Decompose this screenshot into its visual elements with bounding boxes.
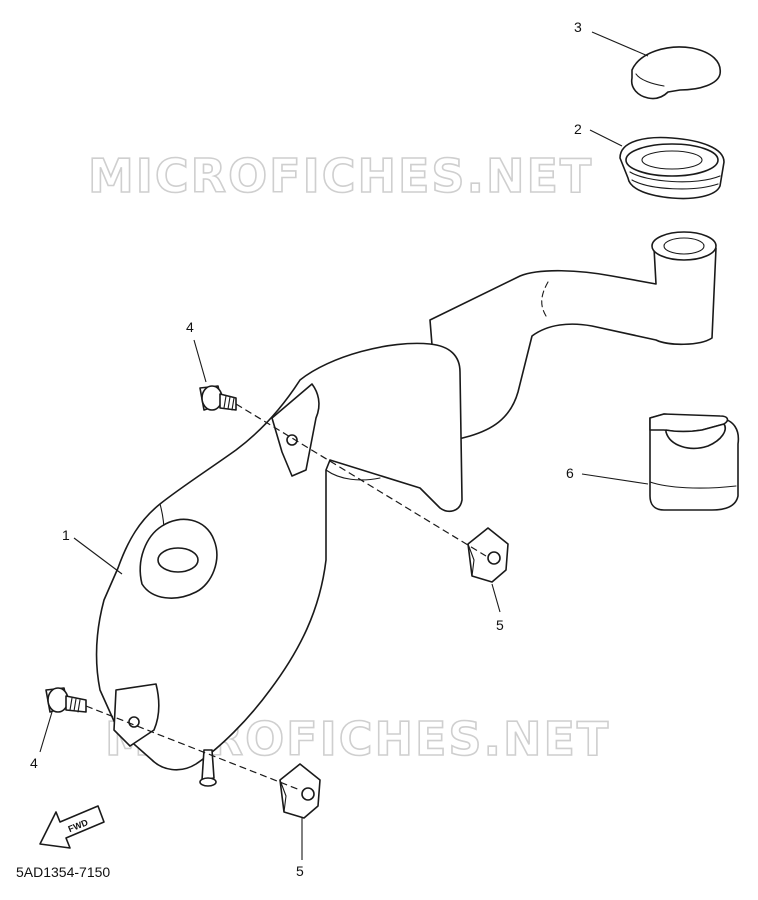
callout-5-upper: 5: [496, 617, 504, 633]
callout-4-lower: 4: [30, 755, 38, 771]
callout-2: 2: [574, 121, 582, 137]
part-3-cap: [630, 46, 721, 100]
assembly-line-upper: [235, 403, 487, 557]
part-4-bolt-lower: [45, 687, 87, 713]
callout-6: 6: [566, 465, 574, 481]
part-6-clamp: [649, 413, 740, 511]
callout-1: 1: [62, 527, 70, 543]
part-1-reservoir-tank: [95, 231, 717, 787]
part-2-grommet: [619, 136, 725, 200]
callout-3: 3: [574, 19, 582, 35]
fwd-arrow-icon: FWD: [39, 805, 105, 849]
part-5-nut-lower: [279, 763, 321, 819]
callout-5-lower: 5: [296, 863, 304, 879]
part-4-bolt-upper: [199, 385, 237, 411]
assembly-line-lower: [85, 705, 301, 791]
part-5-nut-upper: [467, 527, 509, 583]
callout-4-upper: 4: [186, 319, 194, 335]
watermark-top: MICROFICHES.NET: [88, 149, 593, 203]
diagram-code: 5AD1354-7150: [16, 864, 110, 880]
